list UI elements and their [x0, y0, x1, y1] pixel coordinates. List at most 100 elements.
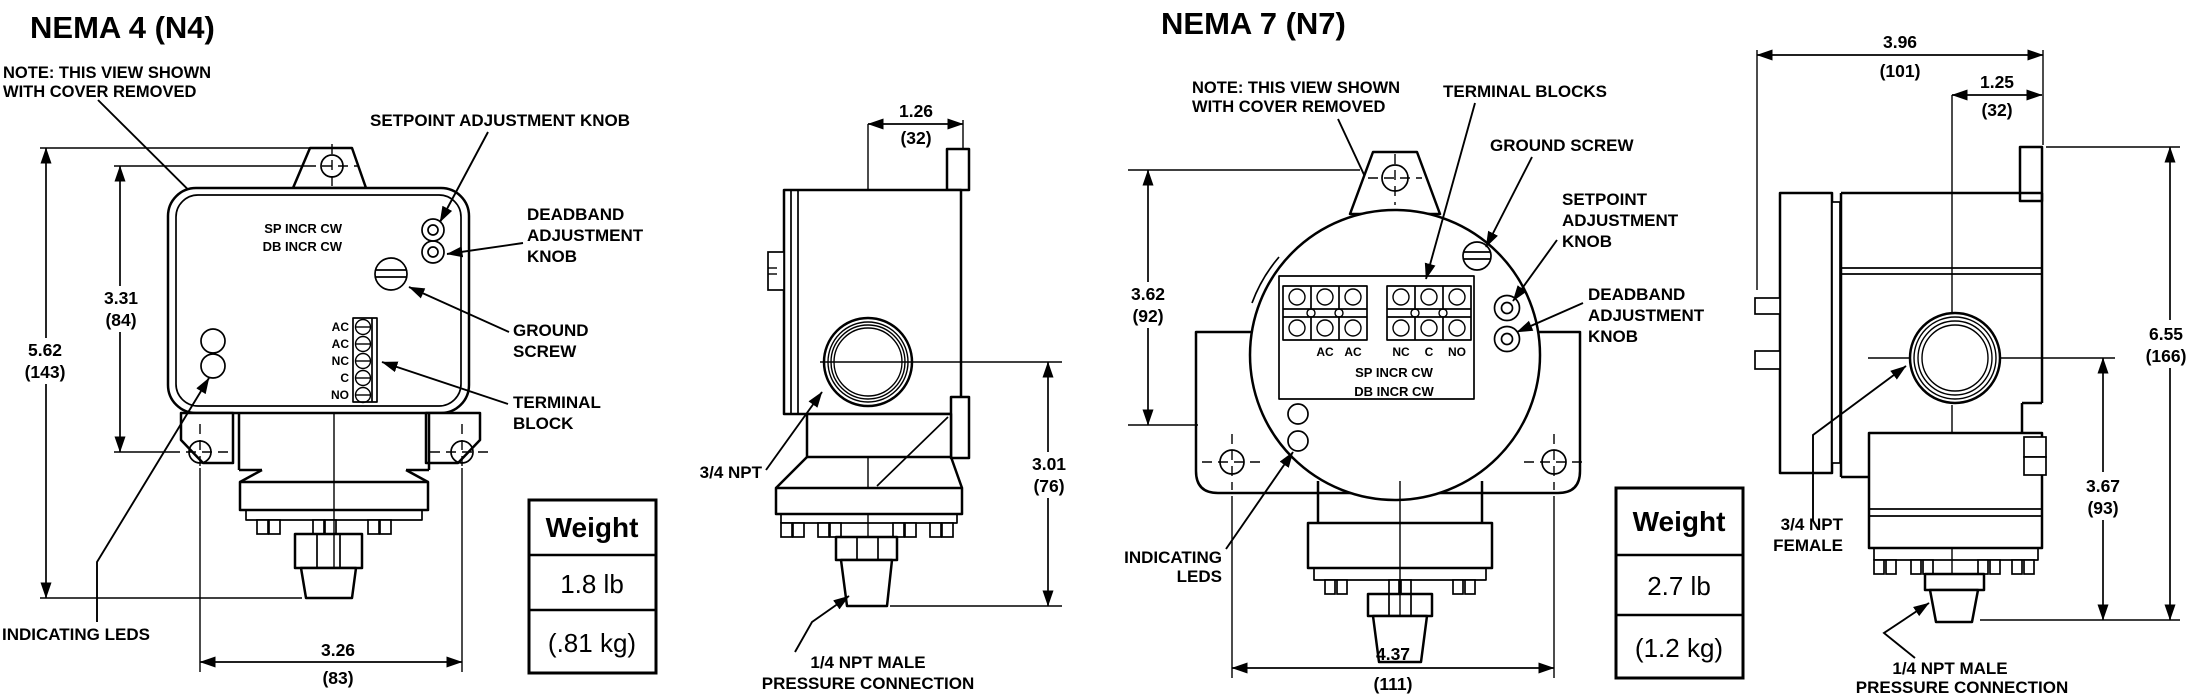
- n4-lower-housing: [237, 413, 431, 600]
- n7-pressure-label-1: 1/4 NPT MALE: [1892, 659, 2007, 678]
- n4-dim-mount-width-mm: (83): [322, 668, 353, 688]
- n7-terminal-label-no: NO: [1448, 345, 1466, 359]
- n7-ground-leader: [1485, 156, 1533, 248]
- n7-side-dim-width-in: 3.96: [1883, 32, 1917, 52]
- n7-side-pressure-port: [1928, 588, 1980, 624]
- n4-ground-leader: [408, 286, 510, 333]
- n7-enclosure-circle: [1248, 208, 1542, 502]
- n4-terminal-label-line1: TERMINAL: [513, 393, 601, 412]
- n4-side-tab: [949, 395, 971, 460]
- n7-leds-label-1: INDICATING: [1124, 548, 1222, 567]
- n7-front-dimensions: 3.62 (92) 4.37 (111): [1122, 169, 1555, 694]
- n4-db-incr-text: DB INCR CW: [263, 239, 343, 254]
- n7-side-dim-height-in: 6.55: [2149, 324, 2183, 344]
- n7-side-mount-plate: [1778, 191, 1834, 475]
- n4-section: NEMA 4 (N4) NOTE: THIS VIEW SHOWN WITH C…: [2, 10, 1076, 693]
- n4-pressure-label-2: PRESSURE CONNECTION: [762, 674, 975, 693]
- n7-side-dim-height-mm: (166): [2146, 346, 2187, 366]
- n7-conduit-port: [1908, 311, 2002, 405]
- n4-sp-incr-text: SP INCR CW: [264, 221, 342, 236]
- n4-weight-header: Weight: [546, 512, 639, 543]
- n7-side-hub: [2018, 145, 2044, 203]
- ground-screw-icon: [374, 257, 408, 291]
- n7-side-dim-width-mm: (101): [1880, 61, 1921, 81]
- n4-side-dim-port-in: 3.01: [1032, 454, 1066, 474]
- n7-dim-mount-width-mm: (111): [1374, 674, 1413, 694]
- crosshair-icon: [170, 424, 232, 468]
- n4-weight-table: Weight 1.8 lb (.81 kg): [527, 498, 658, 675]
- n7-deadband-label-2: ADJUSTMENT: [1588, 306, 1705, 325]
- n7-setpoint-leader: [1512, 239, 1558, 302]
- n4-note-line2: WITH COVER REMOVED: [3, 83, 197, 101]
- n4-ground-label-2: SCREW: [513, 342, 577, 361]
- n7-side-dim-top-in: 1.25: [1980, 72, 2014, 92]
- n7-conduit-label-2: FEMALE: [1773, 536, 1843, 555]
- n4-pressure-port: [299, 566, 358, 600]
- n7-weight-header: Weight: [1633, 506, 1726, 537]
- n4-side-dim-port-mm: (76): [1033, 476, 1064, 496]
- n4-pressure-label-1: 1/4 NPT MALE: [810, 653, 925, 672]
- n4-deadband-label-1: DEADBAND: [527, 205, 624, 224]
- crosshair-icon: [1368, 154, 1422, 205]
- n4-terminal-label-5: NO: [331, 388, 349, 402]
- n4-side-view: 1.26 (32): [700, 101, 1076, 693]
- n7-pressure-label-2: PRESSURE CONNECTION: [1856, 678, 2069, 696]
- n4-setpoint-leader: [439, 131, 489, 223]
- n4-terminal-label-line2: BLOCK: [513, 414, 574, 433]
- n4-weight-lb: 1.8 lb: [560, 569, 624, 599]
- n4-front-view: SP INCR CW DB INCR CW: [166, 144, 492, 600]
- n7-setpoint-label-3: KNOB: [1562, 232, 1612, 251]
- n7-setpoint-label-1: SETPOINT: [1562, 190, 1648, 209]
- n4-dim-overall-height-mm: (143): [25, 362, 66, 382]
- n7-side-dim-port-mm: (93): [2087, 498, 2118, 518]
- n4-note-line1: NOTE: THIS VIEW SHOWN: [3, 64, 211, 82]
- n7-weight-kg: (1.2 kg): [1635, 633, 1723, 663]
- n7-side-lower-box: [1867, 431, 2047, 624]
- n4-pressure-leader: [794, 595, 850, 653]
- n7-dim-mount-width-in: 4.37: [1376, 644, 1410, 664]
- n4-dim-mount-width-in: 3.26: [321, 640, 355, 660]
- n7-terminal-leader: [1424, 102, 1476, 280]
- n7-front-view: AC AC NC C NO SP INCR CW DB INCR CW: [1194, 150, 1584, 664]
- n7-leds-leader: [1225, 451, 1294, 550]
- n7-deadband-label-3: KNOB: [1588, 327, 1638, 346]
- n7-weight-lb: 2.7 lb: [1647, 571, 1711, 601]
- deadband-knob-icon: [1493, 325, 1521, 353]
- n4-top-mounting-tab: [291, 146, 368, 190]
- deadband-knob-icon: [421, 240, 445, 264]
- n7-cover-seam: [1251, 256, 1280, 304]
- setpoint-knob-icon: [1493, 294, 1521, 322]
- n7-section: NEMA 7 (N7) NOTE: THIS VIEW SHOWN WITH C…: [1122, 6, 2189, 696]
- n7-callouts: TERMINAL BLOCKS GROUND SCREW SETPOINT AD…: [1124, 82, 1705, 586]
- crosshair-icon: [306, 144, 358, 188]
- n7-side-dim-port-in: 3.67: [2086, 476, 2120, 496]
- n4-front-dimensions: 5.62 (143) 3.31 (84) 3.26 (83): [18, 147, 463, 688]
- n4-dim-mount-height-mm: (84): [105, 310, 136, 330]
- led-indicator-icon: [200, 328, 226, 354]
- n7-weight-table: Weight 2.7 lb (1.2 kg): [1614, 486, 1745, 680]
- n7-terminal-label-nc: NC: [1392, 345, 1410, 359]
- n7-ground-label: GROUND SCREW: [1490, 136, 1635, 155]
- n4-dim-mount-height-in: 3.31: [104, 288, 138, 308]
- n7-side-dim-top-mm: (32): [1981, 100, 2012, 120]
- n7-conduit-leader: [1812, 365, 1907, 520]
- n7-deadband-label-1: DEADBAND: [1588, 285, 1685, 304]
- n7-dim-mount-height-mm: (92): [1132, 306, 1163, 326]
- led-indicator-icon: [1287, 430, 1309, 452]
- crosshair-icon: [1202, 434, 1262, 490]
- n4-deadband-label-2: ADJUSTMENT: [527, 226, 644, 245]
- n7-setpoint-label-2: ADJUSTMENT: [1562, 211, 1679, 230]
- led-indicator-icon: [200, 353, 226, 379]
- n7-conduit-label-1: 3/4 NPT: [1781, 515, 1844, 534]
- n4-enclosure-inner: [175, 194, 462, 407]
- n7-dim-mount-height-in: 3.62: [1131, 284, 1165, 304]
- n4-side-pressure-port: [839, 558, 894, 608]
- n7-sp-incr-text: SP INCR CW: [1355, 365, 1433, 380]
- n7-terminal-label-c: C: [1425, 345, 1434, 359]
- n7-side-tab-lower: [1754, 350, 1781, 370]
- crosshair-icon: [1524, 434, 1584, 490]
- n4-leds-leader: [96, 377, 210, 622]
- n7-leds-label-2: LEDS: [1177, 567, 1222, 586]
- n4-dim-overall-height-in: 5.62: [28, 340, 62, 360]
